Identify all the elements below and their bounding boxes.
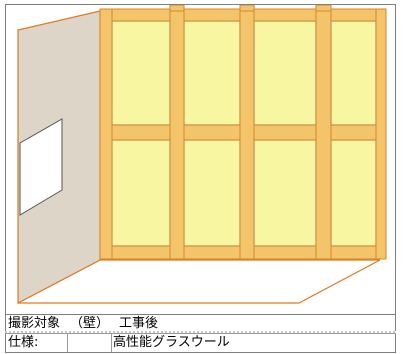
stud — [169, 8, 185, 260]
cell-divider — [111, 334, 112, 352]
wall-insulation-illustration — [17, 5, 387, 304]
insulation-panel — [111, 139, 171, 247]
stud — [239, 8, 255, 260]
spec-label: 仕様: — [8, 335, 39, 350]
mid-rail — [253, 124, 317, 141]
insulation-panel — [183, 20, 241, 126]
insulation-panel — [111, 20, 171, 126]
insulation-panel — [253, 20, 317, 126]
insulation-panel — [253, 139, 317, 247]
mid-rail — [111, 124, 171, 141]
timber-framing — [99, 5, 387, 260]
mid-rail — [330, 124, 377, 141]
subject-phase: 工事後 — [119, 316, 159, 331]
stud — [315, 8, 332, 260]
caption-row-spec: 仕様: 高性能グラスウール — [5, 331, 396, 352]
insulation-panel — [330, 20, 377, 126]
stud-cap — [239, 5, 255, 12]
cell-divider — [67, 334, 68, 352]
caption-row-subject: 撮影対象 （壁） 工事後 — [5, 314, 396, 332]
insulation-panel — [330, 139, 377, 247]
insulation-panel — [183, 139, 241, 247]
subject-wall: （壁） — [70, 316, 110, 331]
stud-cap — [315, 5, 332, 12]
stud-cap — [169, 5, 185, 12]
side-wall-window — [19, 118, 63, 216]
mid-rail — [183, 124, 241, 141]
stud — [99, 8, 113, 260]
spec-value: 高性能グラスウール — [113, 335, 230, 350]
stud — [375, 8, 387, 260]
subject-label: 撮影対象 — [8, 316, 61, 331]
